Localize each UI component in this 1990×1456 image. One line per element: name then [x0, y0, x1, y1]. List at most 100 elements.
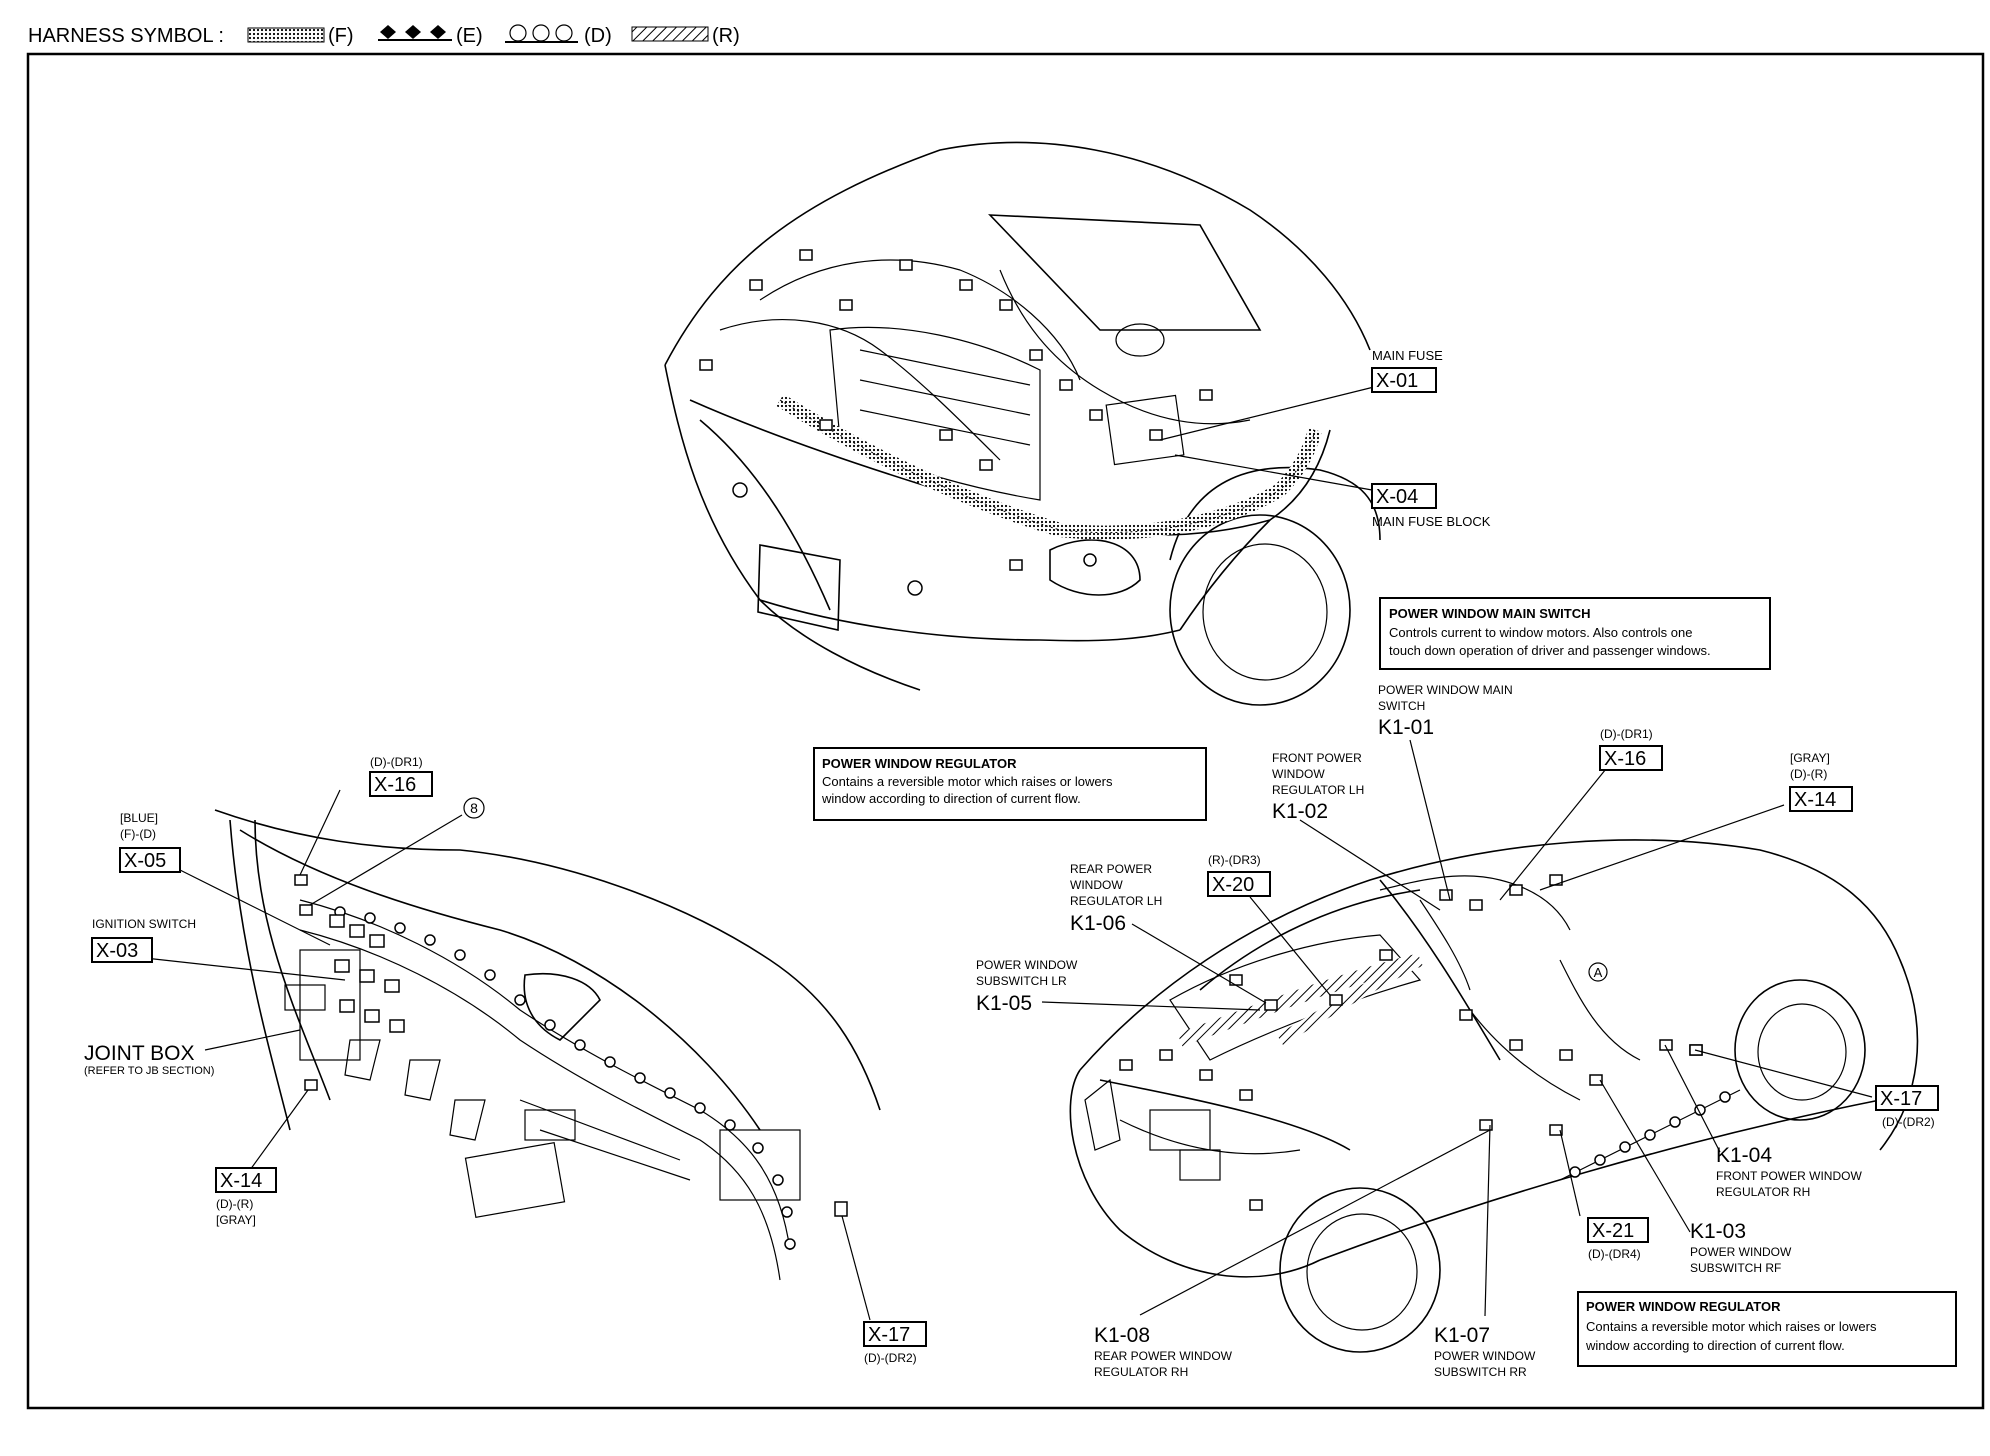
connector-tag: (D)-(DR4): [1588, 1247, 1641, 1261]
component-title: POWER WINDOW: [976, 958, 1078, 972]
code-k1-08: K1-08: [1094, 1324, 1150, 1347]
component-title: FRONT POWER: [1272, 751, 1362, 765]
body-x17-label: X-17 (D)-(DR2): [1875, 1085, 1939, 1129]
info-box-regulator-right: POWER WINDOW REGULATOR Contains a revers…: [1577, 1291, 1957, 1367]
dash-callout-8: 8: [463, 797, 485, 819]
legend-item-e: (E): [378, 25, 483, 47]
code-box: [1371, 483, 1437, 509]
main-fuse-title: MAIN FUSE: [1372, 348, 1443, 363]
code-box: [863, 1321, 927, 1347]
component-title: POWER WINDOW: [1690, 1245, 1792, 1259]
component-title: SUBSWITCH LR: [976, 974, 1067, 988]
engine-bay-illustration: [664, 141, 1383, 706]
code-box: [1587, 1217, 1649, 1243]
joint-box-title: JOINT BOX: [84, 1042, 194, 1065]
k1-06-label: REAR POWER WINDOW REGULATOR LH K1-06: [1070, 862, 1162, 935]
dash-x16-label: (D)-(DR1) X-16: [369, 755, 433, 797]
code-box: [119, 847, 181, 873]
code-x04: X-04: [1376, 486, 1418, 508]
code-box: [369, 771, 433, 797]
info-box-main-switch: POWER WINDOW MAIN SWITCH Controls curren…: [1379, 597, 1771, 670]
component-title: SWITCH: [1378, 699, 1425, 713]
component-title: REAR POWER: [1070, 862, 1152, 876]
code-x16: X-16: [374, 774, 416, 796]
code-x14: X-14: [1794, 789, 1836, 811]
component-title: REGULATOR LH: [1272, 783, 1364, 797]
ignition-switch-title: IGNITION SWITCH: [92, 917, 196, 931]
hatched-harness-swatch: [631, 26, 709, 42]
connector-color: [BLUE]: [120, 811, 158, 825]
component-title: POWER WINDOW MAIN: [1378, 683, 1513, 697]
code-x05: X-05: [124, 850, 166, 872]
dashboard-illustration: [144, 789, 881, 1321]
k1-01-label: POWER WINDOW MAIN SWITCH K1-01: [1378, 683, 1513, 739]
dash-x17-label: X-17 (D)-(DR2): [863, 1321, 927, 1365]
connector-color: [GRAY]: [216, 1213, 256, 1227]
code-x17: X-17: [868, 1324, 910, 1346]
code-x03: X-03: [96, 940, 138, 962]
code-k1-04: K1-04: [1716, 1144, 1772, 1167]
legend-code-d: (D): [584, 25, 612, 47]
code-x14: X-14: [220, 1170, 262, 1192]
k1-03-label: K1-03 POWER WINDOW SUBSWITCH RF: [1690, 1220, 1792, 1275]
component-title: REGULATOR RH: [1716, 1185, 1810, 1199]
info-title: POWER WINDOW REGULATOR: [1586, 1299, 1781, 1314]
code-k1-02: K1-02: [1272, 800, 1328, 823]
component-title: POWER WINDOW: [1434, 1349, 1536, 1363]
code-box: [1789, 786, 1853, 812]
connector-tag: (D)-(R): [216, 1197, 253, 1211]
component-title: WINDOW: [1070, 878, 1123, 892]
main-fuse-label: MAIN FUSE X-01: [1371, 348, 1443, 393]
info-line: Controls current to window motors. Also …: [1389, 625, 1692, 640]
component-title: FRONT POWER WINDOW: [1716, 1169, 1862, 1183]
body-illustration: [1041, 739, 1919, 1353]
callout-letter: A: [1594, 965, 1603, 980]
legend-item-d: (D): [505, 24, 612, 47]
k1-05-label: POWER WINDOW SUBSWITCH LR K1-05: [976, 958, 1078, 1015]
callout-number: 8: [470, 800, 478, 816]
code-k1-01: K1-01: [1378, 716, 1434, 739]
code-x01: X-01: [1376, 370, 1418, 392]
code-box: [1207, 871, 1271, 897]
info-line: Contains a reversible motor which raises…: [1586, 1319, 1877, 1334]
body-x20-label: (R)-(DR3) X-20: [1207, 853, 1271, 897]
code-k1-03: K1-03: [1690, 1220, 1746, 1243]
code-box: [91, 937, 153, 963]
dash-x05-label: [BLUE] (F)-(D) X-05: [119, 811, 181, 873]
code-x20: X-20: [1212, 874, 1254, 896]
code-box: [215, 1167, 277, 1193]
dash-joint-box-label: JOINT BOX (REFER TO JB SECTION): [84, 1042, 214, 1077]
component-title: SUBSWITCH RF: [1690, 1261, 1781, 1275]
component-title: WINDOW: [1272, 767, 1325, 781]
k1-08-label: K1-08 REAR POWER WINDOW REGULATOR RH: [1094, 1324, 1233, 1379]
code-x21: X-21: [1592, 1220, 1634, 1242]
code-box: [1371, 367, 1437, 393]
diamond-harness-swatch: [380, 25, 446, 39]
diagram-frame: [26, 52, 1985, 1410]
legend-item-f: (F): [247, 25, 354, 47]
k1-07-label: K1-07 POWER WINDOW SUBSWITCH RR: [1434, 1324, 1536, 1379]
connector-tag: (D)-(DR2): [864, 1351, 917, 1365]
body-x16-label: (D)-(DR1) X-16: [1599, 727, 1663, 771]
legend-item-r: (R): [631, 25, 740, 47]
component-title: REGULATOR RH: [1094, 1365, 1188, 1379]
info-line: touch down operation of driver and passe…: [1389, 643, 1711, 658]
k1-02-label: FRONT POWER WINDOW REGULATOR LH K1-02: [1272, 751, 1364, 823]
connector-tag: (D)-(DR1): [370, 755, 423, 769]
dash-x14-label: X-14 (D)-(R) [GRAY]: [215, 1167, 277, 1227]
body-callout-a: A: [1588, 962, 1608, 982]
connector-tag: (D)-(DR1): [1600, 727, 1653, 741]
legend-code-f: (F): [328, 25, 354, 47]
code-box: [1875, 1085, 1939, 1111]
code-k1-07: K1-07: [1434, 1324, 1490, 1347]
harness-symbol-label: HARNESS SYMBOL :: [28, 25, 224, 47]
component-title: REGULATOR LH: [1070, 894, 1162, 908]
dashboard-harness-circles: [334, 906, 796, 1250]
connector-tag: (D)-(R): [1790, 767, 1827, 781]
dash-x03-label: IGNITION SWITCH X-03: [91, 917, 196, 963]
k1-04-label: K1-04 FRONT POWER WINDOW REGULATOR RH: [1716, 1144, 1862, 1199]
code-box: [1599, 745, 1663, 771]
connector-tag: (F)-(D): [120, 827, 156, 841]
code-x17: X-17: [1880, 1088, 1922, 1110]
